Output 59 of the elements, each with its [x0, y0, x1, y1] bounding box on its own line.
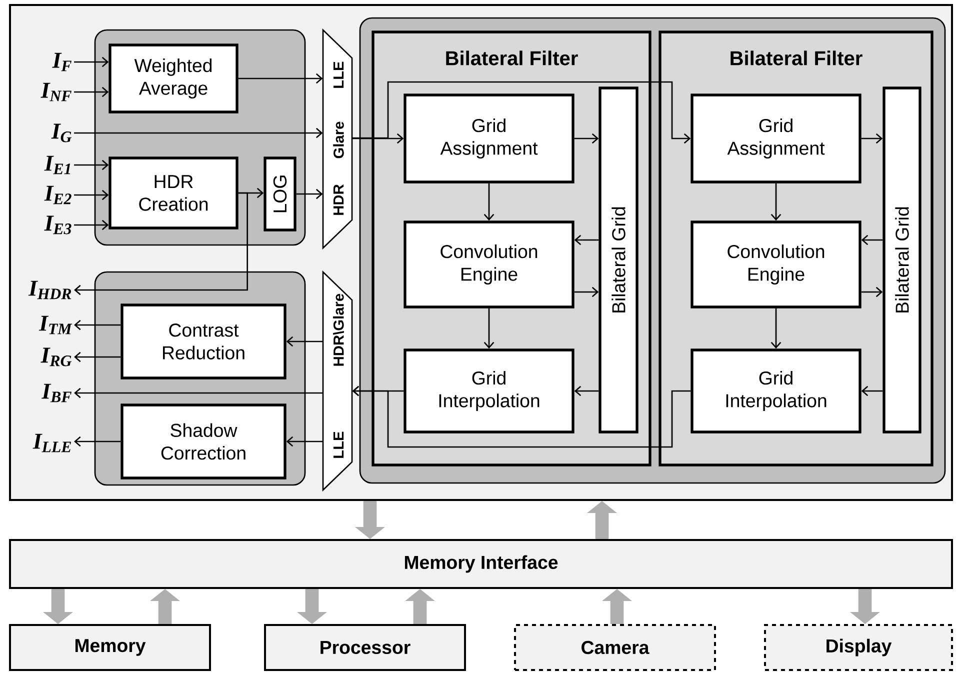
process-box: HDR Creation: [108, 156, 238, 230]
signal-label: I$_{NF}$: [40, 82, 72, 102]
grid-memory-bar: Bilateral Grid: [598, 86, 638, 434]
signal-label: I$_{RG}$: [40, 348, 72, 366]
arrow: [74, 388, 323, 398]
signal-label: I$_{BF}$: [42, 384, 72, 402]
arrow: [286, 436, 323, 447]
arrow: [74, 160, 109, 170]
signal-label: I$_{F}$: [52, 52, 72, 72]
system-box: Display: [764, 624, 953, 671]
process-box: Convolution Engine: [690, 220, 862, 308]
arrow: [770, 183, 782, 221]
arrow: [74, 320, 121, 330]
arrow: [352, 386, 691, 448]
arrow: [770, 308, 782, 349]
arrow: [74, 86, 109, 98]
arrow: [352, 81, 691, 144]
arrow: [238, 73, 323, 84]
arrow: [861, 133, 883, 144]
system-box: Camera: [514, 624, 716, 671]
signal-label: I$_{E3}$: [44, 216, 72, 234]
process-box: Contrast Reduction: [120, 304, 286, 380]
signal-label: I$_{TM}$: [38, 316, 72, 334]
process-box: Grid Interpolation: [404, 348, 574, 434]
arrow: [74, 128, 323, 138]
process-box: Grid Assignment: [404, 94, 574, 184]
arrow: [296, 188, 323, 200]
arrow: [74, 352, 121, 362]
arrow: [861, 234, 883, 246]
process-box: Convolution Engine: [404, 220, 574, 308]
process-box: Grid Interpolation: [690, 348, 862, 434]
signal-label: I$_{E1}$: [44, 156, 70, 174]
arrow: [574, 386, 599, 396]
arrow: [484, 183, 494, 221]
arrow: [484, 308, 494, 349]
arrow: [574, 286, 599, 298]
signal-label: I$_{G}$: [51, 124, 72, 142]
arrow: [74, 220, 109, 230]
signal-label: I$_{LLE}$: [32, 434, 72, 452]
arrow: [574, 133, 599, 144]
interface-bar: Memory Interface: [9, 539, 953, 589]
arrow: [352, 133, 404, 144]
arrow: [74, 436, 121, 447]
arrow: [74, 192, 248, 296]
arrow: [286, 336, 323, 347]
system-box: Processor: [264, 624, 466, 671]
process-box: LOG: [264, 156, 296, 232]
grid-memory-bar: Bilateral Grid: [882, 86, 922, 434]
process-box: Grid Assignment: [690, 94, 862, 184]
process-box: Shadow Correction: [120, 404, 286, 480]
arrow: [574, 234, 599, 246]
signal-label: I$_{HDR}$: [28, 280, 72, 300]
process-box: Weighted Average: [108, 44, 238, 114]
arrow: [74, 190, 109, 200]
arrow: [861, 286, 883, 298]
arrow: [861, 386, 883, 396]
system-box: Memory: [9, 624, 211, 671]
arrow: [74, 56, 109, 68]
signal-label: I$_{E2}$: [44, 186, 72, 204]
